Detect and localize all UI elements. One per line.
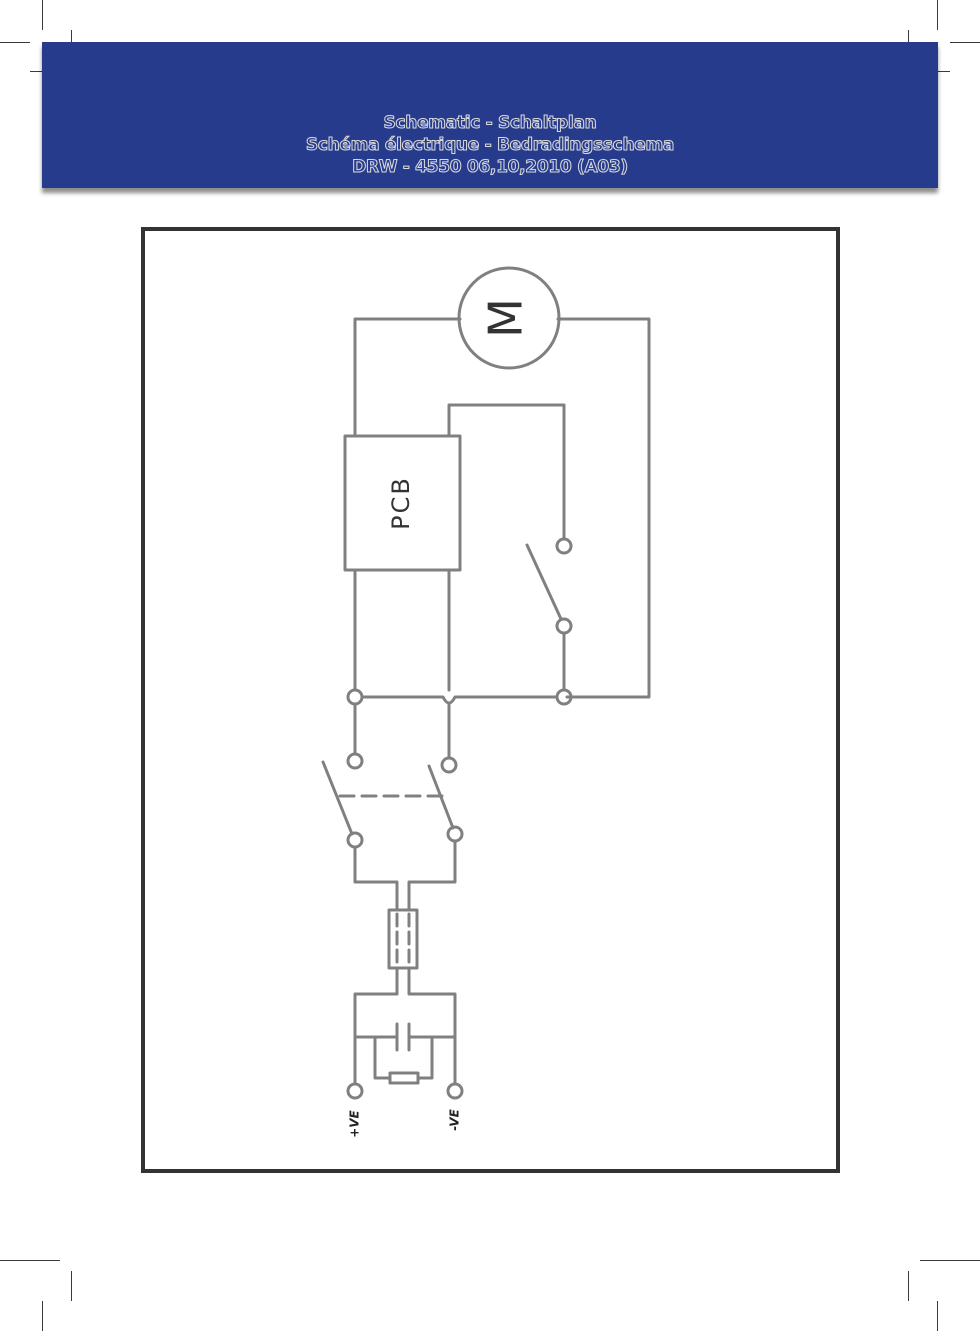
switch-terminal <box>557 619 571 633</box>
fuse-element <box>397 914 409 964</box>
switch-terminal <box>448 827 462 841</box>
negative-terminal <box>448 1084 462 1098</box>
capacitor-symbol <box>397 1024 409 1050</box>
switch-terminal <box>557 539 571 553</box>
wire-pcb-to-switch <box>449 405 564 539</box>
wire-bus <box>362 697 557 703</box>
switch-terminal <box>348 833 362 847</box>
switch-terminal <box>348 754 362 768</box>
wire-motor-right <box>558 319 649 697</box>
positive-terminal <box>348 1084 362 1098</box>
switch-terminal <box>442 758 456 772</box>
wire-motor-left <box>355 319 460 436</box>
motor-label: M <box>479 298 533 338</box>
pcb-label: PCB <box>387 476 415 530</box>
wire-to-fuse-right <box>409 841 455 910</box>
positive-label: +VE <box>348 1109 362 1137</box>
fuse-symbol <box>389 910 417 968</box>
negative-label: -VE <box>448 1108 462 1130</box>
junction-terminal <box>348 690 362 704</box>
resistor-symbol <box>390 1073 418 1083</box>
switch-lever-left <box>323 762 352 834</box>
wire-to-fuse-left <box>355 847 397 910</box>
switch-lever <box>527 545 561 619</box>
